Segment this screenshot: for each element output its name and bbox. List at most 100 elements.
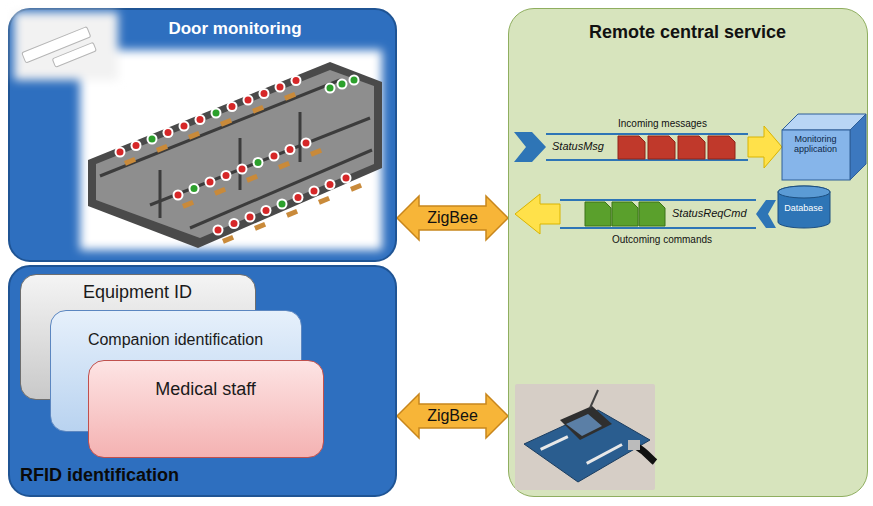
dot-ring <box>147 134 158 145</box>
message-name: StatusMsg <box>552 140 604 153</box>
dot-fill <box>261 90 268 97</box>
photo-ground <box>515 384 655 490</box>
dot-fill <box>207 179 214 186</box>
bed-symbols <box>124 92 362 244</box>
status-dot <box>301 138 312 149</box>
link-label: ZigBee <box>425 209 480 227</box>
cylinder-top <box>778 186 830 198</box>
dot-fill <box>295 194 302 201</box>
dot-ring <box>293 192 304 203</box>
dot-ring <box>237 164 248 175</box>
dot-fill <box>213 110 220 117</box>
flow-label: Outcoming commands <box>612 234 712 246</box>
dot-ring <box>227 101 238 112</box>
queue-line <box>560 227 756 229</box>
dot-fill <box>117 149 124 156</box>
board-photo <box>515 384 655 490</box>
status-dot <box>163 127 174 138</box>
queue-line <box>546 133 748 135</box>
status-dot <box>179 121 190 132</box>
sensor-body <box>22 27 91 63</box>
status-dot <box>227 101 238 112</box>
dot-fill <box>279 201 286 208</box>
status-dot <box>253 157 264 168</box>
dot-fill <box>215 227 222 234</box>
status-dot <box>229 218 240 229</box>
status-dot <box>309 186 320 197</box>
dot-ring <box>291 75 302 86</box>
bed-symbol <box>188 131 200 140</box>
monitoring-panel: Door monitoring <box>8 8 397 262</box>
dot-ring <box>269 151 280 162</box>
status-dot <box>115 147 126 158</box>
status-dot <box>189 183 200 194</box>
dot-fill <box>343 175 350 182</box>
walls <box>159 170 162 218</box>
status-dot <box>245 212 256 223</box>
command-squares <box>639 202 665 226</box>
dot-fill <box>303 140 310 147</box>
status-dot <box>173 190 184 201</box>
status-dot <box>147 134 158 145</box>
dot-ring <box>277 199 288 210</box>
bed-symbol <box>318 196 330 205</box>
status-dot <box>131 140 142 151</box>
dot-fill <box>181 123 188 130</box>
bed-symbol <box>156 144 168 153</box>
dot-fill <box>327 181 334 188</box>
dot-ring <box>163 127 174 138</box>
link-label: ZigBee <box>425 407 480 425</box>
status-dot <box>269 151 280 162</box>
dot-ring <box>285 144 296 155</box>
dot-ring <box>337 79 348 90</box>
dot-fill <box>133 142 140 149</box>
bed-symbol <box>124 157 136 166</box>
walls <box>100 80 340 176</box>
walls <box>239 138 242 190</box>
dot-fill <box>255 159 262 166</box>
status-dot <box>337 79 348 90</box>
queue-arrow <box>748 126 782 168</box>
photo-ground <box>14 12 118 80</box>
dot-fill <box>245 97 252 104</box>
queue-chevron <box>514 132 546 162</box>
command-squares <box>612 202 638 226</box>
dot-fill <box>339 81 346 88</box>
dot-ring <box>221 170 232 181</box>
dot-fill <box>149 136 156 143</box>
cube-front <box>782 130 850 180</box>
status-dot <box>205 177 216 188</box>
bed-symbol <box>310 148 322 157</box>
bed-symbol <box>284 92 296 101</box>
status-dot <box>213 225 224 236</box>
pin-headers <box>540 435 623 464</box>
dot-ring <box>325 179 336 190</box>
id-card: Medical staff <box>88 360 324 458</box>
dot-ring <box>245 212 256 223</box>
floor-outline <box>88 62 382 248</box>
status-dot <box>211 108 222 119</box>
bed-symbol <box>278 161 290 170</box>
dot-ring <box>211 108 222 119</box>
dot-fill <box>287 146 294 153</box>
dot-ring <box>259 88 270 99</box>
pin-headers <box>540 435 568 450</box>
command-squares <box>585 202 665 226</box>
dot-ring <box>243 95 254 106</box>
pin-headers <box>586 443 623 464</box>
card-label: Equipment ID <box>21 282 254 303</box>
usb-plug <box>628 440 640 450</box>
database-cylinder: Database <box>778 186 830 228</box>
status-dot <box>221 170 232 181</box>
dot-fill <box>327 85 334 92</box>
dot-ring <box>275 82 286 93</box>
antenna <box>590 390 598 408</box>
radio-module <box>566 414 602 436</box>
dot-ring <box>173 190 184 201</box>
dot-fill <box>311 188 318 195</box>
dot-fill <box>239 166 246 173</box>
component-label: Database <box>778 203 830 213</box>
dot-fill <box>191 185 198 192</box>
incoming-queue <box>514 126 782 168</box>
